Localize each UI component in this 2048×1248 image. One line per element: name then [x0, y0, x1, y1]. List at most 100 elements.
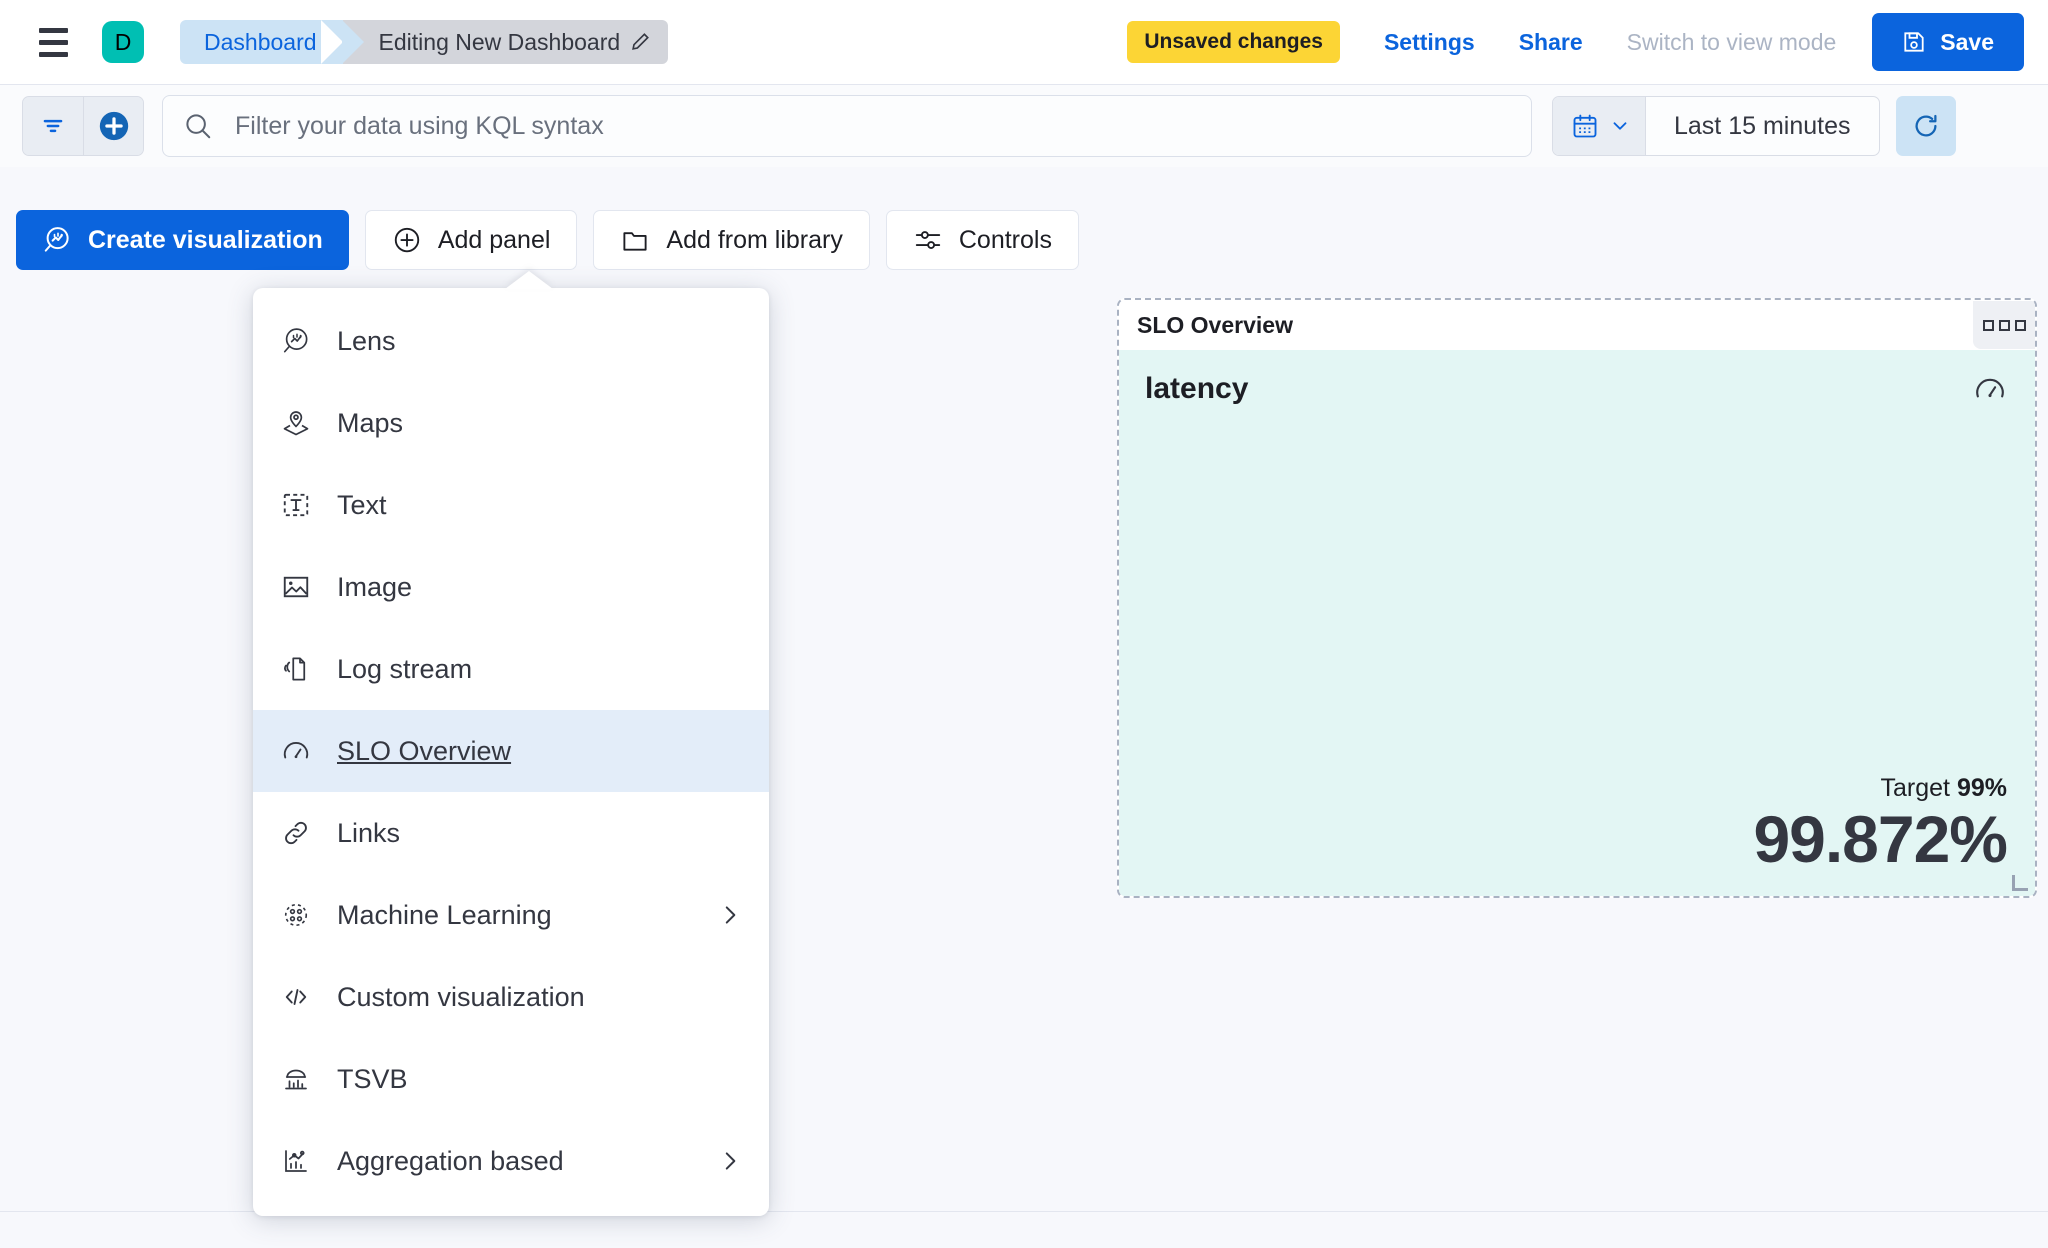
- share-link[interactable]: Share: [1518, 28, 1583, 55]
- save-disk-icon: [1904, 32, 1924, 52]
- three-squares-icon: [1998, 319, 2010, 331]
- panel-header: SLO Overview: [1119, 300, 2035, 350]
- controls-button[interactable]: Controls: [885, 210, 1079, 270]
- save-button-label: Save: [1940, 28, 1994, 55]
- plus-circle-icon: [99, 111, 128, 141]
- lens-icon: [44, 227, 69, 252]
- time-range-display[interactable]: Last 15 minutes: [1674, 111, 1851, 140]
- query-bar: Last 15 minutes: [0, 85, 2048, 167]
- plus-circle-icon: [394, 227, 419, 253]
- maps-pin-icon: [281, 408, 311, 438]
- gauge-icon: [281, 736, 311, 766]
- three-squares-icon: [1982, 319, 1994, 331]
- panel-resize-handle[interactable]: [2012, 875, 2028, 891]
- filter-options-button[interactable]: [23, 97, 83, 155]
- menu-item-image[interactable]: Image: [253, 546, 769, 628]
- search-input[interactable]: [235, 111, 1511, 141]
- folder-icon: [623, 232, 647, 251]
- breadcrumb-dashboard[interactable]: Dashboard: [180, 20, 364, 64]
- editor-toolbar: Create visualization Add panel Add from …: [0, 200, 2048, 280]
- slo-header-row: latency: [1145, 372, 2007, 411]
- settings-link[interactable]: Settings: [1383, 28, 1475, 55]
- calendar-icon: [1573, 114, 1597, 138]
- menu-item-slo-overview[interactable]: SLO Overview: [253, 710, 769, 792]
- three-squares-icon: [2014, 319, 2026, 331]
- chevron-right-icon: [717, 902, 743, 928]
- top-header: D Dashboard Editing New Dashboard Unsave…: [0, 0, 2048, 85]
- add-panel-menu: Lens Maps Text: [253, 271, 769, 1216]
- slo-current-value: 99.872%: [1753, 801, 2008, 876]
- slo-overview-panel[interactable]: SLO Overview latency: [1117, 298, 2037, 898]
- menu-item-label: Links: [337, 817, 401, 848]
- menu-item-machine-learning[interactable]: Machine Learning: [253, 874, 769, 956]
- panel-context-menu-button[interactable]: [1973, 301, 2035, 349]
- filter-icon: [43, 119, 63, 133]
- slo-target-row: Target 99%: [1145, 774, 2007, 803]
- menu-item-label: Image: [337, 571, 413, 602]
- tsvb-icon: [281, 1064, 311, 1094]
- avatar[interactable]: D: [102, 21, 144, 63]
- menu-item-label: Machine Learning: [337, 899, 552, 930]
- menu-item-label: SLO Overview: [337, 735, 512, 766]
- slo-panel-body[interactable]: latency Target 99% 99.872%: [1119, 350, 2035, 896]
- search-icon: [183, 111, 213, 141]
- breadcrumb-parent-label: Dashboard: [204, 28, 317, 55]
- menu-item-label: Text: [337, 489, 387, 520]
- pencil-icon: [632, 33, 650, 50]
- unsaved-changes-badge[interactable]: Unsaved changes: [1127, 21, 1340, 63]
- breadcrumb-current[interactable]: Editing New Dashboard: [320, 20, 669, 64]
- link-icon: [281, 818, 311, 848]
- log-stream-icon: [281, 654, 311, 684]
- add-panel-label: Add panel: [437, 225, 551, 254]
- header-actions: Unsaved changes Settings Share Switch to…: [1127, 13, 2024, 71]
- date-quick-select-button[interactable]: [1553, 97, 1646, 155]
- create-visualization-label: Create visualization: [88, 225, 323, 254]
- popover-arrow: [505, 271, 553, 289]
- add-from-library-button[interactable]: Add from library: [593, 210, 870, 270]
- controls-label: Controls: [958, 225, 1052, 254]
- refresh-button[interactable]: [1895, 96, 1956, 156]
- menu-item-text[interactable]: Text: [253, 464, 769, 546]
- bottom-divider: [0, 1211, 2048, 1212]
- menu-item-label: Custom visualization: [337, 981, 585, 1012]
- chevron-down-icon: [1613, 122, 1627, 130]
- lens-icon: [281, 326, 311, 356]
- menu-item-label: Log stream: [337, 653, 473, 684]
- menu-item-custom-visualization[interactable]: Custom visualization: [253, 956, 769, 1038]
- text-box-icon: [281, 490, 311, 520]
- slo-name: latency: [1145, 372, 1249, 405]
- create-visualization-button[interactable]: Create visualization: [16, 210, 349, 270]
- image-icon: [281, 572, 311, 602]
- add-from-library-label: Add from library: [666, 225, 843, 254]
- refresh-icon: [1915, 114, 1936, 137]
- agg-chart-icon: [281, 1146, 311, 1176]
- slo-target-label: Target: [1880, 773, 1950, 802]
- menu-item-aggregation-based[interactable]: Aggregation based: [253, 1120, 769, 1202]
- menu-item-links[interactable]: Links: [253, 792, 769, 874]
- switch-to-view-mode-link[interactable]: Switch to view mode: [1626, 28, 1837, 55]
- chevron-right-icon: [717, 1148, 743, 1174]
- query-input-wrapper[interactable]: [162, 95, 1532, 157]
- menu-item-maps[interactable]: Maps: [253, 382, 769, 464]
- ml-icon: [281, 900, 311, 930]
- menu-item-label: TSVB: [337, 1063, 408, 1094]
- menu-item-label: Lens: [337, 325, 396, 356]
- menu-item-log-stream[interactable]: Log stream: [253, 628, 769, 710]
- slo-target-value: 99%: [1956, 773, 2007, 802]
- breadcrumb: Dashboard Editing New Dashboard: [180, 20, 669, 64]
- filter-controls-group: [22, 96, 144, 156]
- add-filter-button[interactable]: [83, 97, 143, 155]
- slo-metric-block: Target 99% 99.872%: [1145, 774, 2008, 876]
- hamburger-menu-icon[interactable]: [30, 19, 76, 65]
- add-panel-button[interactable]: Add panel: [364, 210, 578, 270]
- breadcrumb-current-label: Editing New Dashboard: [378, 28, 621, 55]
- panel-title[interactable]: SLO Overview: [1137, 311, 1293, 338]
- menu-item-tsvb[interactable]: TSVB: [253, 1038, 769, 1120]
- menu-item-lens[interactable]: Lens: [253, 300, 769, 382]
- save-button[interactable]: Save: [1872, 13, 2024, 71]
- menu-item-label: Aggregation based: [337, 1145, 564, 1176]
- date-picker: Last 15 minutes: [1552, 96, 1880, 156]
- gauge-icon: [1973, 372, 2007, 411]
- code-icon: [281, 982, 311, 1012]
